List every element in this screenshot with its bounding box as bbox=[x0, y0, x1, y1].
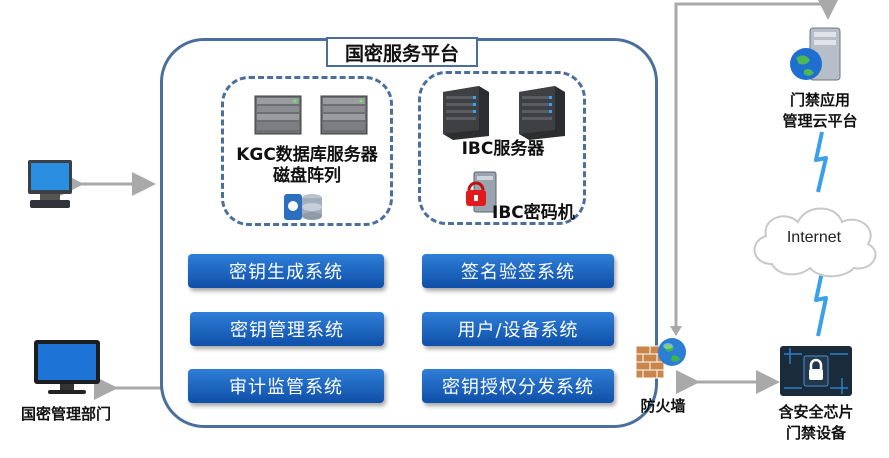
cloud-icon bbox=[753, 207, 877, 278]
key-management-system-button[interactable]: 密钥管理系统 bbox=[190, 312, 384, 346]
monitor-icon bbox=[34, 340, 100, 394]
ibc-server-label: IBC服务器 bbox=[461, 139, 545, 159]
chip-lock-icon bbox=[780, 346, 852, 396]
rack-server-icon bbox=[320, 95, 368, 135]
line-firewall-cloud-platform bbox=[674, 0, 840, 332]
disk-array-label: 磁盘阵列 bbox=[273, 166, 341, 186]
internet-label: Internet bbox=[786, 229, 842, 246]
kgc-server-label: KGC数据库服务器 bbox=[236, 145, 378, 165]
firewall-icon bbox=[635, 345, 665, 379]
tower-server-icon bbox=[519, 86, 565, 140]
cloud-platform-label-line1: 门禁应用 bbox=[789, 91, 850, 109]
globe-icon bbox=[658, 338, 686, 366]
device-label-line2: 门禁设备 bbox=[785, 424, 846, 442]
zone-ibc bbox=[418, 71, 586, 225]
cloud-server-icon bbox=[790, 27, 841, 81]
platform-title: 国密服务平台 bbox=[326, 37, 478, 67]
device-label-line1: 含安全芯片 bbox=[778, 403, 854, 421]
lightning-icon bbox=[814, 131, 828, 193]
lightning-icon bbox=[814, 271, 828, 337]
database-icon bbox=[284, 194, 322, 220]
desktop-computer-icon bbox=[28, 160, 72, 208]
arrowhead-firewall bbox=[670, 326, 682, 336]
rack-server-icon bbox=[254, 95, 302, 135]
key-generation-system-button[interactable]: 密钥生成系统 bbox=[188, 254, 384, 288]
user-device-system-button[interactable]: 用户/设备系统 bbox=[422, 312, 614, 346]
tower-server-icon bbox=[443, 86, 489, 140]
admin-dept-label: 国密管理部门 bbox=[20, 405, 111, 423]
cloud-platform-label-line2: 管理云平台 bbox=[782, 112, 858, 130]
firewall-label: 防火墙 bbox=[640, 397, 686, 415]
key-authorization-distribution-system-button[interactable]: 密钥授权分发系统 bbox=[422, 369, 614, 403]
lock-icon bbox=[466, 171, 497, 213]
signature-verification-system-button[interactable]: 签名验签系统 bbox=[422, 254, 614, 288]
zone-kgc bbox=[221, 76, 393, 226]
audit-supervision-system-button[interactable]: 审计监管系统 bbox=[188, 369, 384, 403]
ibc-crypto-label: IBC密码机 bbox=[492, 203, 575, 223]
